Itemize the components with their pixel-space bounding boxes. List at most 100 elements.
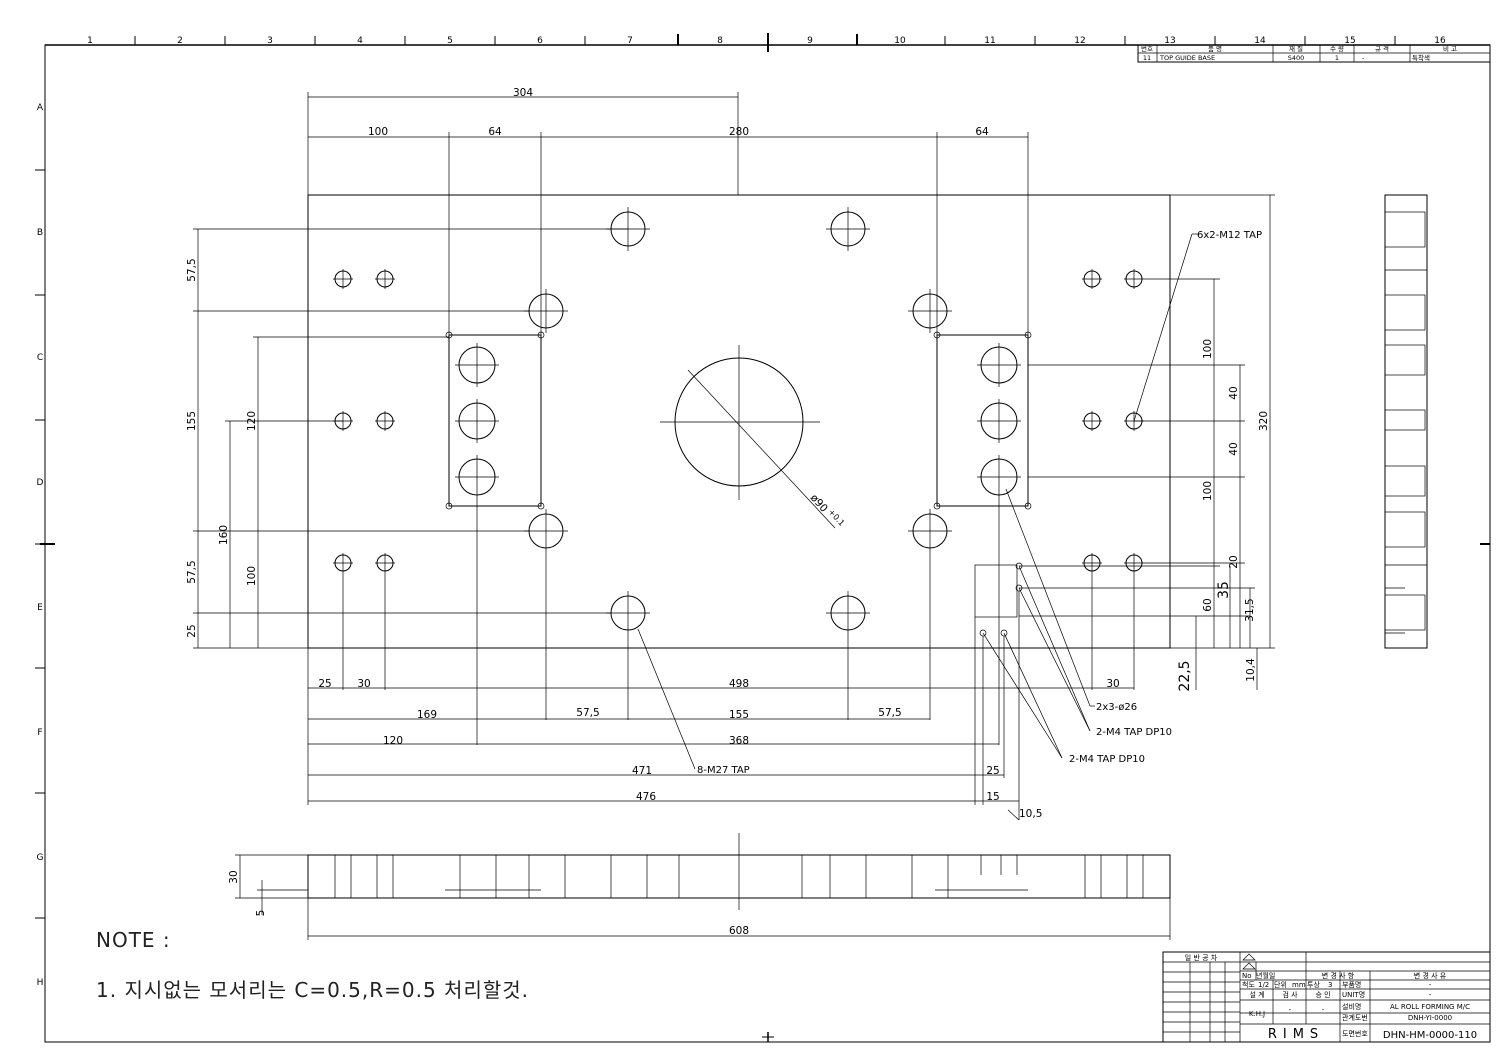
drawing-frame <box>35 33 1491 1043</box>
side-view <box>1384 194 1428 649</box>
d26-holes <box>455 343 1021 499</box>
callout-d26: 2x3-ø26 <box>1096 702 1137 713</box>
tb-scale: 1/2 <box>1258 981 1269 989</box>
dim-320: 320 <box>1258 411 1270 431</box>
column-markers: 1 2 3 4 5 6 7 8 9 10 11 12 13 14 15 16 <box>87 36 1446 46</box>
parts-row-qty: 1 <box>1335 54 1339 62</box>
dim-h30: 30 <box>357 678 370 690</box>
tb-related: DNH-YI-0000 <box>1408 1014 1452 1022</box>
row-E: E <box>37 603 43 613</box>
tb-dwg-number: DHN-HM-0000-110 <box>1383 1030 1477 1041</box>
tb-unit-name: - <box>1429 991 1432 999</box>
col-9: 9 <box>807 36 813 46</box>
tb-designer: K.H.J <box>1249 1010 1265 1018</box>
note-line-1: 1. 지시없는 모서리는 C=0.5,R=0.5 처리할것. <box>96 978 530 1002</box>
tb-related-label: 관계도번 <box>1342 1013 1368 1022</box>
col-8: 8 <box>717 36 723 46</box>
dim-h10-5: 10,5 <box>1019 808 1042 820</box>
tb-dwg-label: 도면번호 <box>1342 1029 1368 1038</box>
dim-r35: 35 <box>1216 581 1232 599</box>
parts-header-remark: 비 고 <box>1443 44 1457 53</box>
dim-r100-bottom: 100 <box>1202 481 1214 501</box>
dim-h57-5-a: 57,5 <box>576 707 599 719</box>
dim-100-left: 100 <box>246 566 258 586</box>
dim-h15: 15 <box>986 791 999 803</box>
col-15: 15 <box>1344 36 1355 46</box>
dim-160: 160 <box>218 525 230 545</box>
row-F: F <box>37 728 42 738</box>
dimension-lines <box>193 92 1275 821</box>
row-D: D <box>37 478 44 488</box>
dim-r60: 60 <box>1202 598 1214 611</box>
dim-608: 608 <box>729 925 749 937</box>
dim-tolerance: +0.1 <box>827 507 847 527</box>
tb-company: RIMS <box>1268 1027 1324 1042</box>
title-block: 일 반 공 차 No 년월일 변 경 사 항 변 경 사 유 척도 1/2 단위… <box>1162 951 1491 1043</box>
tb-rev-reason: 변 경 사 유 <box>1414 971 1447 980</box>
dim-57-5-bottom: 57,5 <box>186 560 198 583</box>
callout-leaders <box>637 233 1198 770</box>
col-2: 2 <box>177 36 183 46</box>
dim-h57-5-b: 57,5 <box>878 707 901 719</box>
tb-equip-label: 설비명 <box>1342 1002 1361 1011</box>
col-10: 10 <box>894 36 906 46</box>
dim-57-5-top: 57,5 <box>186 258 198 281</box>
parts-row-name: TOP GUIDE BASE <box>1159 54 1215 62</box>
row-C: C <box>37 353 43 363</box>
col-14: 14 <box>1254 36 1266 46</box>
dim-155: 155 <box>186 411 198 431</box>
tb-equip: AL ROLL FORMING M/C <box>1390 1003 1470 1011</box>
dim-r22-5: 22,5 <box>1177 660 1193 691</box>
m27-holes <box>524 207 952 635</box>
plate-top-view <box>307 194 1171 649</box>
col-4: 4 <box>357 36 363 46</box>
row-G: G <box>37 853 44 863</box>
col-1: 1 <box>87 36 93 46</box>
tb-sheet: 3 <box>1328 981 1332 989</box>
col-13: 13 <box>1164 36 1175 46</box>
tb-design: 설 계 <box>1249 990 1264 999</box>
row-markers: A B C D E F G H <box>37 103 44 988</box>
parts-row-material: S400 <box>1288 54 1305 62</box>
dim-h155: 155 <box>729 709 749 721</box>
parts-list: 번호 품 명 재 질 수 량 규 격 비 고 11 TOP GUIDE BASE… <box>1137 44 1491 63</box>
tb-part: - <box>1429 981 1432 989</box>
col-11: 11 <box>984 36 995 46</box>
row-A: A <box>37 103 44 113</box>
callout-m27-tap: 8-M27 TAP <box>697 765 750 776</box>
col-16: 16 <box>1434 36 1446 46</box>
dim-r31-5: 31,5 <box>1244 598 1256 621</box>
col-6: 6 <box>537 36 543 46</box>
row-H: H <box>37 978 44 988</box>
tb-part-label: 부품명 <box>1342 980 1361 989</box>
dim-h498: 498 <box>729 678 749 690</box>
tb-check: 검 사 <box>1282 990 1298 999</box>
dim-100: 100 <box>368 126 388 138</box>
m12-holes <box>333 269 1144 637</box>
parts-header-name: 품 명 <box>1208 44 1222 53</box>
tb-approve: 승 인 <box>1315 990 1330 999</box>
callout-labels: 6x2-M12 TAP 2x3-ø26 2-M4 TAP DP10 2-M4 T… <box>697 230 1262 776</box>
dim-h471: 471 <box>632 765 652 777</box>
callout-m4-tap-b: 2-M4 TAP DP10 <box>1069 754 1145 765</box>
dim-s5: 5 <box>255 910 267 917</box>
dim-h30-right: 30 <box>1106 678 1119 690</box>
dim-r40-b: 40 <box>1228 442 1240 455</box>
dim-h120: 120 <box>383 735 403 747</box>
parts-header-qty: 수 량 <box>1330 45 1344 53</box>
parts-row-spec: - <box>1362 54 1365 62</box>
row-B: B <box>37 228 43 238</box>
tb-sheet-label: 투상 <box>1307 980 1320 989</box>
tb-dash-1: - <box>1289 1006 1292 1014</box>
col-5: 5 <box>447 36 453 46</box>
dim-h25: 25 <box>318 678 331 690</box>
dim-h25-right: 25 <box>986 765 999 777</box>
col-7: 7 <box>627 36 633 46</box>
callout-m12-tap: 6x2-M12 TAP <box>1197 230 1262 241</box>
parts-header-no: 번호 <box>1141 44 1153 53</box>
dim-r40-a: 40 <box>1228 386 1240 399</box>
parts-header-material: 재 질 <box>1289 45 1303 53</box>
parts-row-remark: 특착색 <box>1412 53 1430 62</box>
dim-280: 280 <box>729 126 749 138</box>
